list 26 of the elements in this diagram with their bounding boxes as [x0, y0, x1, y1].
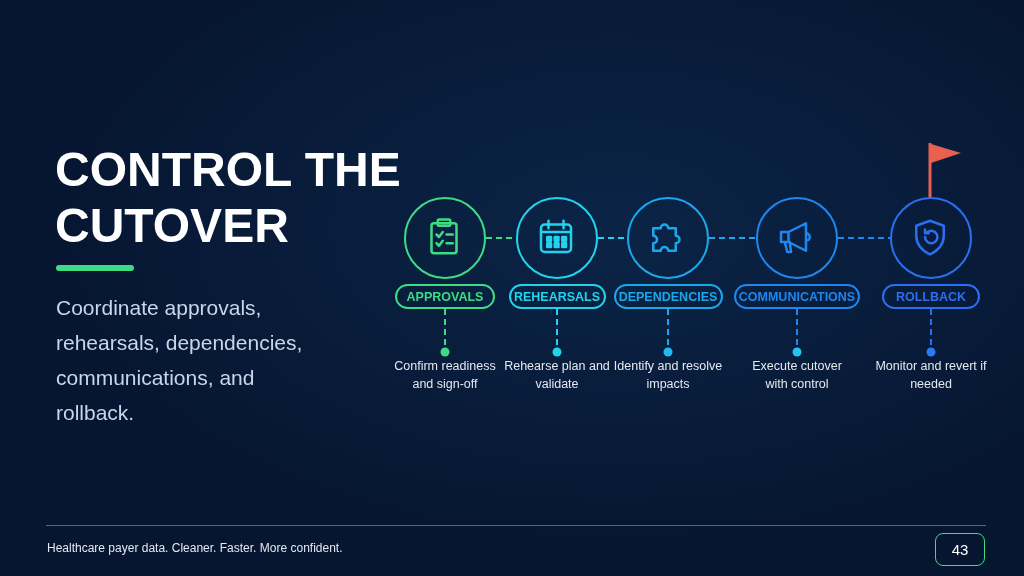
step-label: REHEARSALS: [508, 284, 606, 309]
page-number: 43: [935, 533, 985, 566]
step-label: DEPENDENCIES: [613, 284, 723, 309]
icon-circle: [516, 197, 598, 279]
icon-circle: [404, 197, 486, 279]
step-description: Identify and resolve impacts: [612, 357, 724, 393]
icon-circle: [627, 197, 709, 279]
slide-title: CONTROL THE CUTOVER: [55, 142, 402, 254]
footer-tagline: Healthcare payer data. Cleaner. Faster. More confident.: [47, 541, 343, 555]
dotted-connector: [792, 308, 802, 357]
step-label: ROLLBACK: [882, 284, 980, 309]
dotted-connector: [552, 308, 562, 357]
intro-paragraph: Coordinate approvals, rehearsals, dependencies, communications, and rollback.: [56, 295, 304, 426]
icon-circle: [890, 197, 972, 279]
dotted-connector: [663, 308, 673, 357]
dashed-connector: [837, 237, 891, 239]
step-label: COMMUNICATIONS: [734, 284, 860, 309]
dotted-connector: [440, 308, 450, 357]
dotted-connector: [926, 308, 936, 357]
step-description: Monitor and revert if needed: [875, 357, 987, 393]
step-label: APPROVALS: [395, 284, 495, 309]
step-description: Confirm readiness and sign-off: [389, 357, 501, 393]
icon-circle: [756, 197, 838, 279]
dashed-connector: [708, 237, 757, 239]
step-description: Execute cutover with control: [741, 357, 853, 393]
step-description: Rehearse plan and validate: [501, 357, 613, 393]
